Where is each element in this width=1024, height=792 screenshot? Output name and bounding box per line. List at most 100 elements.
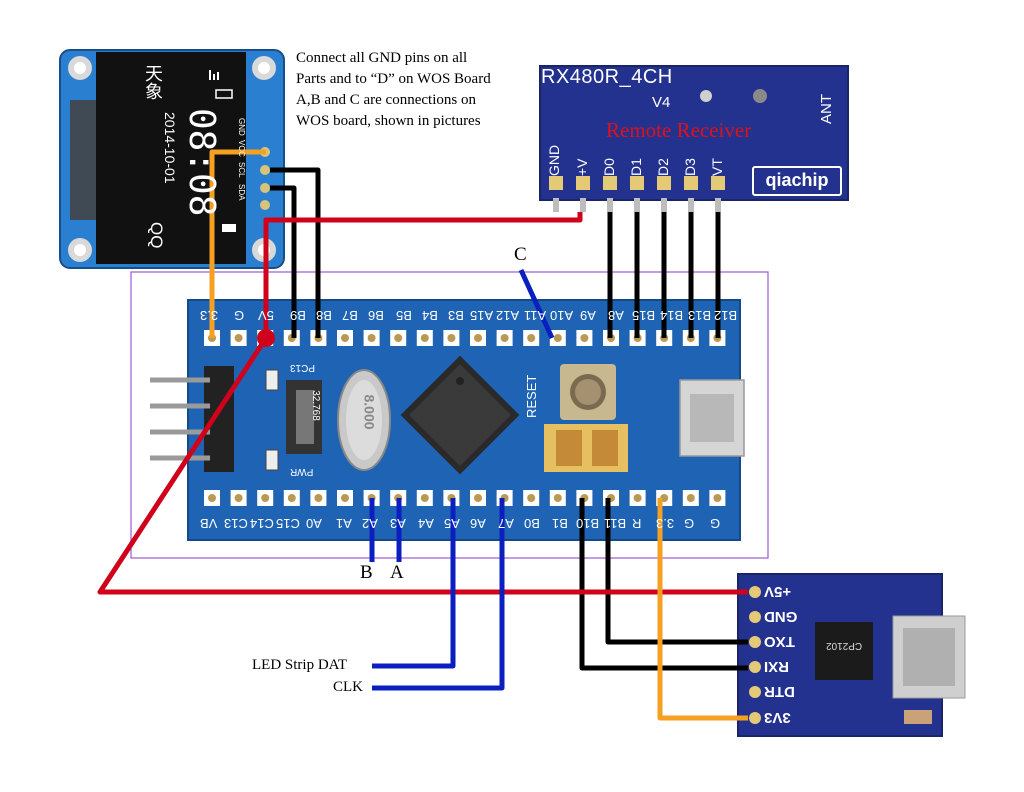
pin-g-top: G <box>234 308 245 323</box>
supply-wires <box>209 149 748 721</box>
label-b: B <box>360 562 373 583</box>
power-junction <box>257 329 275 347</box>
header-pin-hole <box>633 494 642 502</box>
header-pin-hole <box>234 334 243 342</box>
receiver-module <box>539 65 849 212</box>
pin-c13: C13 <box>224 516 248 531</box>
pin-a9: A9 <box>580 308 596 323</box>
receiver-pin-gnd: GND <box>546 144 562 176</box>
receiver-version: V4 <box>652 94 671 111</box>
pc13-label: PC13 <box>290 362 316 373</box>
usb-uart-module <box>737 573 966 737</box>
pin-a8: A8 <box>608 308 624 323</box>
pin-b6: B6 <box>368 308 384 323</box>
pin-c14: C14 <box>250 516 274 531</box>
note-line-4: WOS board, shown in pictures <box>296 113 481 129</box>
header-pin-hole <box>420 334 429 342</box>
pin-a6: A6 <box>470 516 486 531</box>
header-pin-hole <box>314 494 323 502</box>
pin-b15: B15 <box>632 308 656 323</box>
header-pin-hole <box>287 494 296 502</box>
bottom-header <box>204 490 726 506</box>
receiver-model: RX480R_4CH <box>541 66 673 88</box>
pin-a7: A7 <box>498 516 514 531</box>
header-pin-hole <box>234 494 243 502</box>
oled-pin-gnd: GND <box>237 118 246 136</box>
pin-a4: A4 <box>418 516 434 531</box>
receiver-antenna-label: ANT <box>818 94 835 124</box>
header-pin-hole <box>367 334 376 342</box>
label-c: C <box>514 244 527 265</box>
rtc-crystal-label: 32.768 <box>309 390 321 421</box>
header-pin-hole <box>394 334 403 342</box>
oled-pin-scl: SCL <box>237 162 246 178</box>
pin-b4: B4 <box>422 308 438 323</box>
receiver-pin-d1: D1 <box>628 158 644 176</box>
header-pin-hole <box>474 494 482 502</box>
pin-a15: A15 <box>470 308 494 323</box>
label-led-strip-dat: LED Strip DAT <box>252 657 347 673</box>
usb-pin-5v: +5V <box>764 583 792 600</box>
pin-3v3-top: 3.3 <box>200 308 219 323</box>
power-wire <box>97 212 748 595</box>
pin-a11: A11 <box>524 308 547 323</box>
pin-a12: A12 <box>496 308 520 323</box>
pin-g-bot-2: G <box>710 516 721 531</box>
usb-chip-label: CP2102 <box>826 640 863 651</box>
pin-b7: B7 <box>342 308 358 323</box>
oled-date: 2014-10-01 <box>162 112 178 184</box>
header-pin-hole <box>553 334 562 342</box>
receiver-pin-d3: D3 <box>682 158 698 176</box>
pin-a1: A1 <box>336 516 352 531</box>
main-crystal-label: 8.000 <box>361 394 378 430</box>
pin-b14: B14 <box>660 308 684 323</box>
header-pin-hole <box>208 494 216 502</box>
oled-qq: QQ <box>147 222 166 249</box>
oled-module <box>59 49 285 269</box>
pin-3v3-bot: 3.3 <box>656 516 675 531</box>
pin-b8: B8 <box>316 308 332 323</box>
board-outline <box>130 271 769 559</box>
header-pin-hole <box>474 334 482 342</box>
receiver-pin-d0: D0 <box>601 158 617 176</box>
header-pin-hole <box>261 494 270 502</box>
reset-label: RESET <box>524 374 539 418</box>
receiver-pin-v: +V <box>574 158 590 176</box>
pin-b11: B11 <box>604 516 627 531</box>
data-wires <box>369 268 555 691</box>
pin-a5: A5 <box>444 516 460 531</box>
header-pin-hole <box>341 334 349 342</box>
pin-b1: B1 <box>552 516 568 531</box>
receiver-brand: qiachip <box>752 166 842 196</box>
receiver-title: Remote Receiver <box>606 118 752 142</box>
pin-b3: B3 <box>448 308 464 323</box>
usb-pin-3v3: 3V3 <box>764 709 791 726</box>
note-line-2: Parts and to “D” on WOS Board <box>296 71 491 87</box>
pin-g-bot-1: G <box>684 516 695 531</box>
label-a: A <box>390 562 404 583</box>
header-pin-hole <box>686 494 695 502</box>
note-line-1: Connect all GND pins on all <box>296 50 468 66</box>
instructions-note: Connect all GND pins on all Parts and to… <box>296 48 546 132</box>
pin-b13: B13 <box>688 308 712 323</box>
pin-b9: B9 <box>290 308 306 323</box>
oled-pin-vcc: VCC <box>237 140 246 157</box>
header-pin-hole <box>420 494 429 502</box>
pin-b5: B5 <box>396 308 412 323</box>
header-pin-hole <box>447 334 456 342</box>
header-pin-hole <box>527 334 536 342</box>
pin-b0: B0 <box>524 516 540 531</box>
oled-pin-sda: SDA <box>237 184 246 201</box>
pin-r: R <box>632 516 642 531</box>
header-pin-hole <box>713 494 722 502</box>
pwr-label: PWR <box>290 466 314 477</box>
note-line-3: A,B and C are connections on <box>296 92 476 108</box>
header-pin-hole <box>527 494 536 502</box>
pin-5v: 5V <box>258 308 274 323</box>
pin-vb: VB <box>200 516 218 531</box>
pin-a10: A10 <box>550 308 574 323</box>
receiver-pin-d2: D2 <box>655 158 671 176</box>
pin-b10: B10 <box>576 516 600 531</box>
pin-a2: A2 <box>362 516 378 531</box>
pin-b12: B12 <box>714 308 738 323</box>
